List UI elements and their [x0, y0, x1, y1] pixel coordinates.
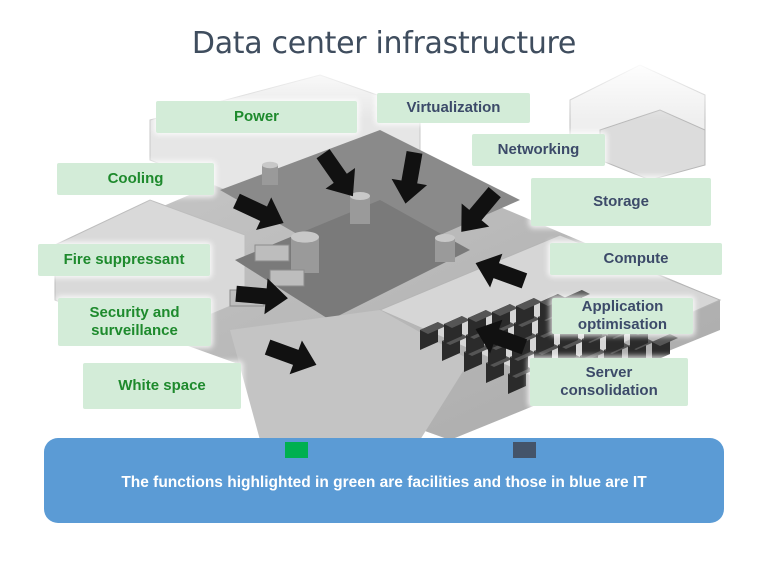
server-rack — [652, 334, 678, 362]
arrow-icon — [475, 253, 528, 289]
server-rack — [444, 316, 470, 344]
application-optimisation-label: Application optimisation — [552, 298, 693, 334]
cooling-label: Cooling — [57, 163, 214, 195]
arrow-icon — [461, 186, 501, 232]
tank — [262, 161, 278, 185]
security-surveillance-label: Security and surveillance — [58, 298, 211, 346]
compute-label: Compute — [550, 243, 722, 275]
facilities-color-swatch — [285, 442, 308, 458]
arrow-icon — [391, 151, 428, 204]
tank — [291, 231, 319, 273]
server-rack — [420, 322, 446, 350]
server-rack — [516, 298, 542, 326]
chiller-unit — [254, 244, 290, 262]
server-consolidation-label: Server consolidation — [530, 358, 688, 406]
storage-label: Storage — [531, 178, 711, 226]
chiller-unit — [269, 269, 305, 287]
fire-suppressant-label: Fire suppressant — [38, 244, 210, 276]
tank — [350, 192, 370, 224]
arrow-icon — [264, 339, 317, 375]
arrow-group — [233, 149, 528, 375]
arrow-icon — [316, 149, 356, 197]
power-label: Power — [156, 101, 357, 133]
networking-label: Networking — [472, 134, 605, 166]
white-space-label: White space — [83, 363, 241, 409]
legend-text: The functions highlighted in green are f… — [121, 473, 647, 491]
legend-banner: The functions highlighted in green are f… — [44, 438, 724, 523]
it-color-swatch — [513, 442, 536, 458]
arrow-icon — [235, 278, 288, 315]
page-title: Data center infrastructure — [191, 26, 577, 61]
arrow-icon — [233, 193, 284, 231]
tank — [435, 234, 455, 262]
virtualization-label: Virtualization — [377, 93, 530, 123]
arrow-icon — [475, 319, 528, 355]
